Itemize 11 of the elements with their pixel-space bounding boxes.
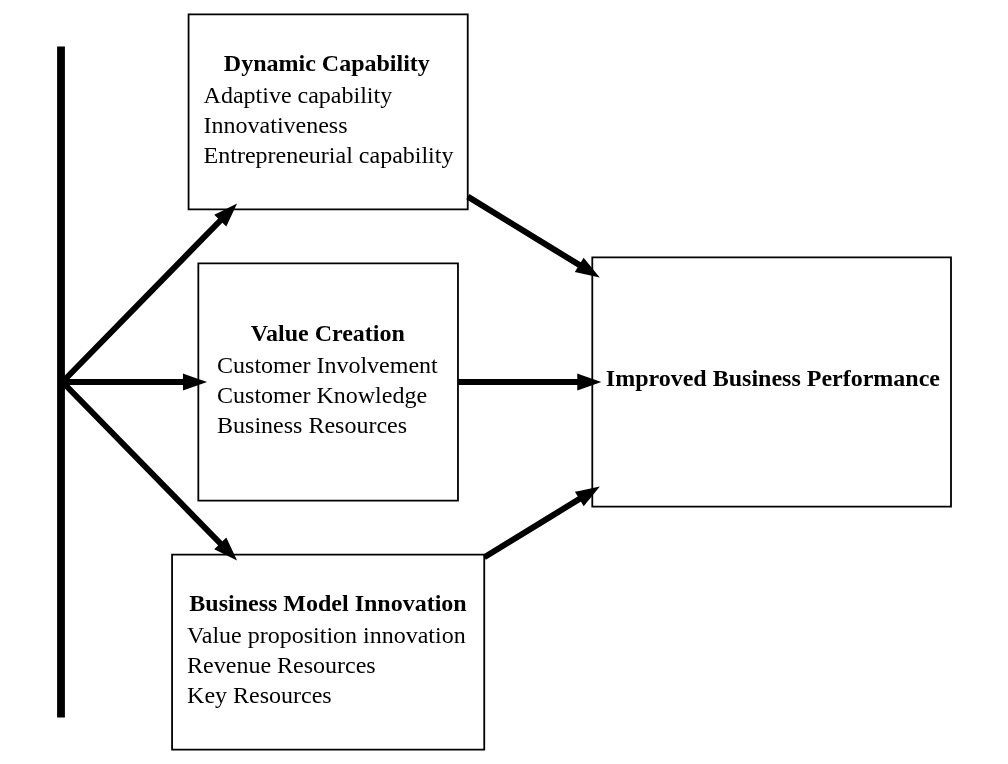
node-box: Dynamic Capability Adaptive capability Innovativeness Entrepreneurial capability bbox=[187, 13, 469, 211]
arrow bbox=[61, 381, 237, 561]
arrow bbox=[457, 373, 601, 391]
node-box: Improved Business Performance bbox=[590, 256, 952, 508]
node-box: Business Model Innovation Value proposition innovation Revenue Resources Key Resources bbox=[170, 553, 485, 751]
arrow bbox=[465, 194, 600, 278]
node-bar bbox=[56, 46, 65, 718]
arrow bbox=[482, 486, 600, 560]
arrow bbox=[61, 203, 237, 383]
node-box: Value Creation Customer Involvement Customer Knowledge Business Resources bbox=[196, 262, 459, 502]
arrow bbox=[63, 373, 207, 391]
